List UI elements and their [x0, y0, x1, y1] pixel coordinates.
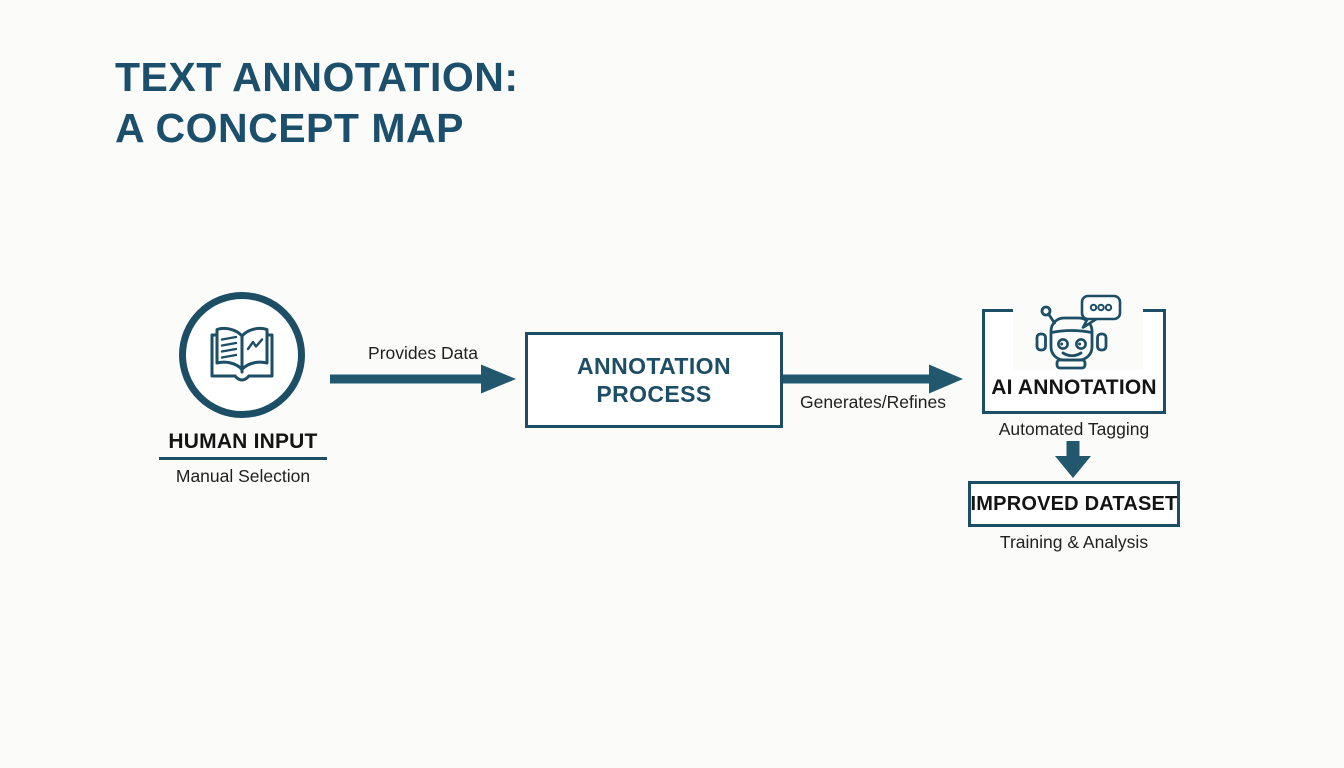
edge-provides-data-label: Provides Data [368, 343, 478, 363]
page-title: TEXT ANNOTATION: A CONCEPT MAP [115, 52, 519, 154]
edge-generates-refines-label: Generates/Refines [800, 392, 946, 412]
human-input-node [179, 292, 305, 418]
arrow-provides-data-icon [330, 363, 516, 395]
open-book-icon [203, 316, 281, 394]
annotation-process-node: ANNOTATION PROCESS [525, 332, 783, 428]
human-input-label: HUMAN INPUT [168, 430, 318, 453]
annotation-process-label: ANNOTATION PROCESS [577, 353, 731, 407]
human-input-sublabel: Manual Selection [175, 466, 311, 486]
improved-dataset-label: IMPROVED DATASET [970, 492, 1178, 515]
improved-dataset-sublabel: Training & Analysis [999, 532, 1149, 552]
human-input-underline [159, 457, 327, 460]
improved-dataset-node: IMPROVED DATASET [968, 481, 1180, 527]
ai-annotation-label: AI ANNOTATION [991, 376, 1157, 399]
page-title-line2: A CONCEPT MAP [115, 105, 464, 151]
page-title-line1: TEXT ANNOTATION: [115, 54, 519, 100]
arrow-down-icon [1053, 441, 1093, 478]
arrow-generates-refines-icon [783, 363, 963, 395]
robot-chat-icon [1013, 284, 1143, 370]
ai-annotation-sublabel: Automated Tagging [998, 419, 1150, 439]
